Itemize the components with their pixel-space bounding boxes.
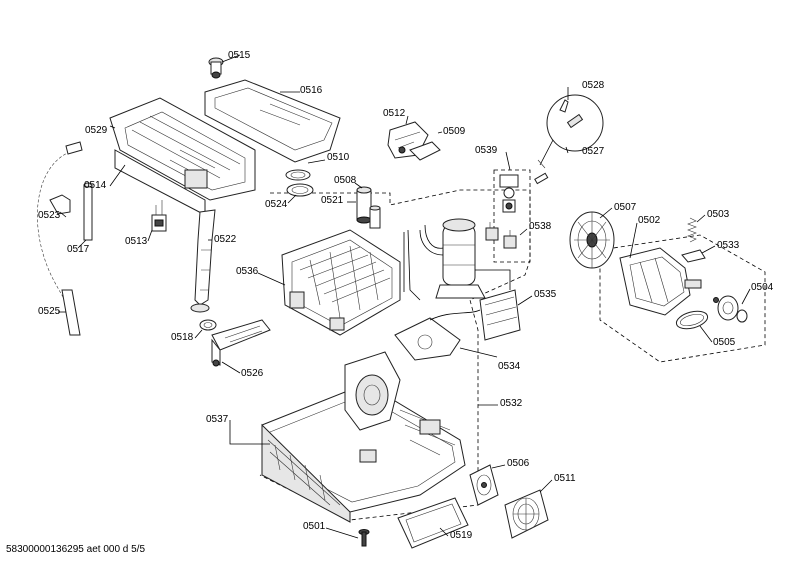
- label-0534: 0534: [498, 361, 521, 372]
- label-0519: 0519: [450, 530, 473, 541]
- label-0536: 0536: [236, 266, 259, 277]
- part-0506-fan: [469, 464, 499, 506]
- part-0503-spring: [687, 217, 697, 243]
- document-id-footer: 58300000136295 aet 000 d 5/5: [6, 544, 146, 555]
- part-0504-pulley: [713, 295, 748, 323]
- part-0507-fan-wheel: [569, 211, 615, 269]
- label-0511: 0511: [554, 473, 576, 484]
- part-0516-cover: [204, 79, 341, 163]
- label-0516: 0516: [300, 85, 323, 96]
- part-0539-sensor-assembly: [485, 174, 519, 249]
- part-0510-seal: [285, 169, 311, 181]
- label-0515: 0515: [228, 50, 251, 61]
- label-0521: 0521: [321, 195, 344, 206]
- label-0501: 0501: [303, 521, 326, 532]
- part-0513-sensor: [151, 200, 167, 232]
- label-0535: 0535: [534, 289, 557, 300]
- label-0537: 0537: [206, 414, 229, 425]
- part-0511-grille: [504, 489, 549, 539]
- label-0539: 0539: [475, 145, 498, 156]
- assembly-boundary-motor: [599, 234, 766, 363]
- part-0518-seal: [199, 319, 217, 331]
- leader-lines: [58, 54, 751, 539]
- part-0508-capacitor: [356, 186, 372, 224]
- part-0519-gasket: [397, 497, 469, 549]
- part-0523-clip: [49, 194, 71, 215]
- part-0533-plate: [681, 249, 706, 263]
- part-0526-pump: [211, 319, 271, 367]
- label-0518: 0518: [171, 332, 194, 343]
- part-0525-drain-hose: [37, 141, 83, 336]
- label-0508: 0508: [334, 175, 357, 186]
- label-0526: 0526: [241, 368, 264, 379]
- part-0509-lock-cover: [409, 141, 441, 161]
- label-0502: 0502: [638, 215, 661, 226]
- part-0538-compressor: [403, 218, 511, 301]
- label-0528: 0528: [582, 80, 605, 91]
- label-0524: 0524: [265, 199, 288, 210]
- label-0527: 0527: [582, 146, 605, 157]
- part-0522-pipe: [190, 209, 216, 313]
- part-0536-heat-exchanger: [281, 229, 401, 336]
- part-0521-filter: [369, 205, 381, 229]
- label-0512: 0512: [383, 108, 406, 119]
- part-0501-screw: [358, 529, 370, 547]
- label-0525: 0525: [38, 306, 61, 317]
- label-0504: 0504: [751, 282, 774, 293]
- part-0505-belt: [675, 310, 709, 330]
- part-0529-0514-condenser-housing: [109, 97, 256, 216]
- part-0502-motor: [619, 247, 702, 316]
- label-0529: 0529: [85, 125, 108, 136]
- label-0517: 0517: [67, 244, 90, 255]
- label-0506: 0506: [507, 458, 530, 469]
- label-0514: 0514: [84, 180, 107, 191]
- part-0515-plug: [208, 57, 224, 79]
- label-0532: 0532: [500, 398, 523, 409]
- label-0510: 0510: [327, 152, 350, 163]
- part-0524-seal: [286, 183, 314, 197]
- label-0523: 0523: [38, 210, 61, 221]
- label-0538: 0538: [529, 221, 552, 232]
- part-0517-hose: [83, 182, 93, 241]
- label-0505: 0505: [713, 337, 736, 348]
- label-0509: 0509: [443, 126, 466, 137]
- label-0533: 0533: [717, 240, 740, 251]
- part-0535-bracket: [479, 289, 521, 341]
- part-0528-detail-circle: [534, 94, 604, 185]
- label-0513: 0513: [125, 236, 148, 247]
- label-0522: 0522: [214, 234, 237, 245]
- assembly-boundary-sensor: [493, 169, 531, 263]
- part-0532-drum-support: [344, 351, 456, 463]
- label-0507: 0507: [614, 202, 637, 213]
- part-0534-plate: [394, 309, 481, 361]
- label-0503: 0503: [707, 209, 730, 220]
